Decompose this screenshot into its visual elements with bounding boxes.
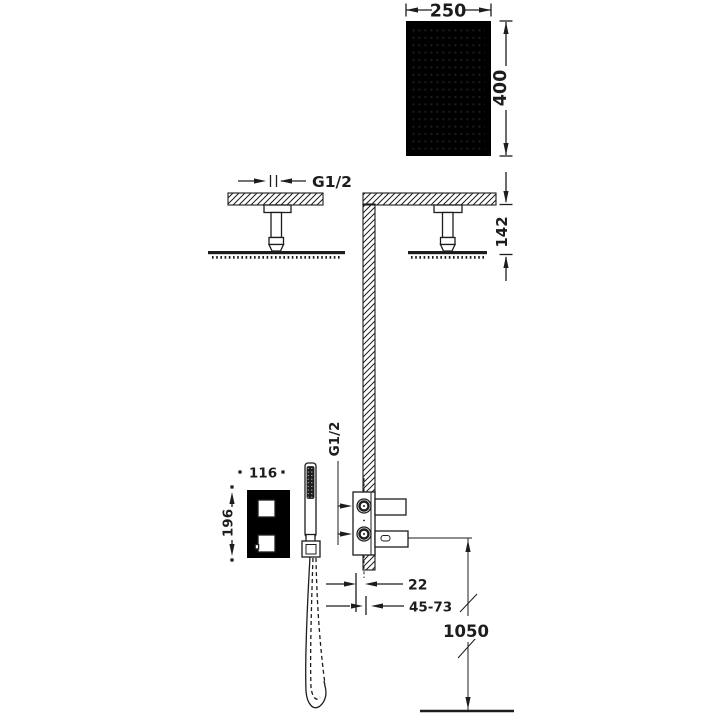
- side-view-arm: [408, 204, 487, 259]
- shower-hose-inner: [309, 557, 321, 700]
- temperature-handle: [257, 534, 276, 553]
- wall-section: [362, 203, 376, 571]
- arrow-up-icon: [465, 540, 471, 552]
- dim-head-height: 400: [491, 20, 513, 157]
- arrow-down-icon: [503, 143, 509, 155]
- arm-flange-front: [263, 204, 292, 214]
- outlet-slot: [380, 535, 391, 542]
- nozzle-dot-grid: [412, 29, 485, 150]
- dim-label-embed-depth: 45-73: [409, 600, 452, 616]
- arrow-up-icon: [503, 22, 509, 34]
- arrow-right-icon: [340, 531, 352, 537]
- dim-valve-height: 1050: [408, 537, 514, 713]
- arm-taper-front: [267, 243, 285, 252]
- dim-plate-height: 196: [221, 485, 237, 562]
- valve-outlet-top: [374, 498, 407, 516]
- arrow-down-icon: [503, 191, 509, 203]
- valve-port-bottom: [356, 526, 372, 542]
- arrow-left-icon: [280, 178, 292, 184]
- arrow-right-icon: [479, 7, 491, 13]
- ceiling-section-side: [362, 192, 497, 206]
- break-mark: [459, 593, 478, 613]
- holder-opening: [305, 544, 317, 555]
- dim-label-head-drop: 142: [493, 216, 511, 247]
- arrow-right-icon: [340, 503, 352, 509]
- dim-valve-inlet-thread: G1/2: [327, 422, 352, 545]
- dim-head-drop: 142: [493, 172, 513, 281]
- arrow-left-icon: [371, 603, 383, 609]
- dim-head-width: 250: [405, 2, 492, 22]
- arrow-right-icon: [254, 178, 266, 184]
- dim-label-arm-thread: G1/2: [312, 173, 352, 191]
- arm-pipe-side: [441, 211, 454, 239]
- arrow-left-icon: [365, 581, 377, 587]
- dim-label-min-depth: 22: [408, 578, 427, 594]
- arm-taper-side: [439, 243, 457, 252]
- arm-collar-front: [268, 236, 285, 246]
- arm-flange-side: [433, 204, 463, 214]
- dim-label-head-width: 250: [430, 2, 467, 22]
- thermostatic-control-plate: [247, 490, 290, 558]
- centerline-dot: [363, 519, 365, 522]
- side-view-wall-ceiling: [362, 192, 497, 571]
- shower-hose-return: [315, 557, 326, 685]
- hand-shower-spray-face: [306, 466, 315, 499]
- arrow-down-icon: [229, 544, 235, 556]
- hand-shower: [301, 462, 327, 709]
- dim-embed-depth: 45-73: [326, 596, 452, 616]
- arm-collar-side: [439, 236, 456, 246]
- diverter-handle: [257, 499, 276, 518]
- valve-outlet-bottom: [374, 530, 409, 548]
- arrow-right-icon: [351, 603, 363, 609]
- dim-label-valve-height: 1050: [443, 622, 489, 641]
- dim-label-plate-height: 196: [221, 509, 237, 537]
- rain-shower-head-face: [406, 21, 491, 156]
- dim-arm-thread: G1/2: [238, 173, 352, 191]
- arm-pipe-front: [270, 211, 283, 239]
- arrow-left-icon: [406, 7, 418, 13]
- shower-plate-side: [408, 251, 487, 255]
- dim-label-head-height: 400: [491, 70, 511, 107]
- ceiling-section-front: [227, 192, 324, 206]
- handle-notch: [254, 543, 260, 550]
- arrow-right-icon: [344, 581, 356, 587]
- shower-hose-outline: [305, 556, 327, 709]
- dim-label-plate-width: 116: [249, 466, 277, 482]
- break-mark: [457, 637, 477, 659]
- shower-plate-front: [208, 251, 345, 255]
- hand-shower-holder: [301, 540, 321, 558]
- dim-label-valve-inlet-thread: G1/2: [327, 422, 343, 457]
- arrow-down-icon: [465, 697, 471, 709]
- dim-plate-width: 116: [238, 466, 285, 482]
- valve-port-top: [356, 498, 372, 514]
- concealed-valve: [352, 478, 409, 578]
- front-view-ceiling-arm: [208, 192, 345, 259]
